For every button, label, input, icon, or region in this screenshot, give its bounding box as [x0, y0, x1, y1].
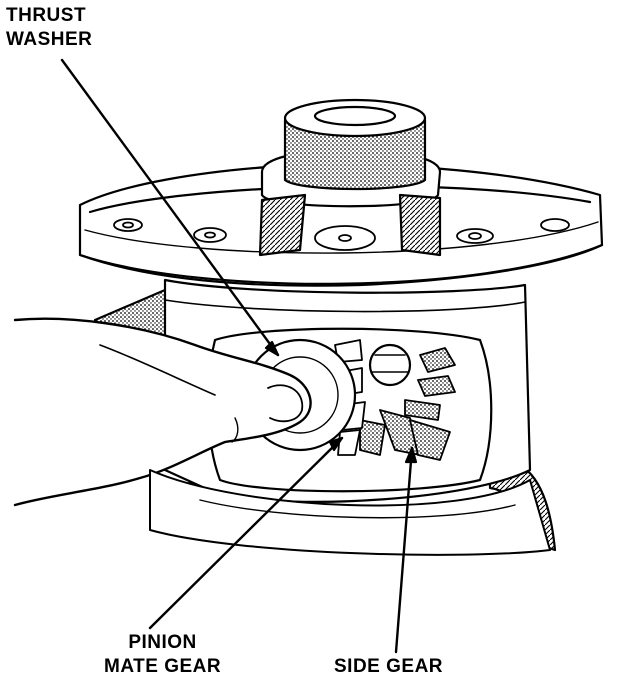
leader-thrust-washer	[60, 58, 280, 357]
leader-side-gear	[394, 446, 414, 654]
thrust-washer-label-line2: WASHER	[6, 29, 93, 50]
thrust-washer-label-line1: THRUST	[6, 5, 87, 26]
side-gear-label-text: SIDE GEAR	[334, 656, 444, 677]
pinion-mate-gear-label: PINION MATE GEAR	[104, 631, 221, 679]
flange-bolts	[113, 218, 570, 251]
side-gear	[359, 347, 456, 461]
hub-body	[283, 118, 427, 191]
pinion-mate-gear-label-line2: MATE GEAR	[104, 656, 222, 677]
hub-top	[283, 98, 427, 138]
pinion-gear-hub	[368, 343, 412, 387]
thrust-washer-label: THRUST WASHER	[6, 4, 92, 52]
thumb-nail	[267, 384, 303, 423]
hub-rib-right	[398, 193, 442, 257]
ring-gear-flange	[78, 163, 604, 287]
pinion-mate-gear-label-line1: PINION	[128, 632, 197, 653]
hand	[13, 317, 312, 507]
leader-pinion-mate-gear	[148, 436, 344, 630]
ring-gear-flange-lower-edge	[78, 243, 604, 285]
hub-rib-left	[258, 193, 307, 257]
hub-bore	[313, 105, 397, 127]
side-gear-label: SIDE GEAR	[334, 655, 443, 679]
case-lower-base	[149, 469, 551, 556]
